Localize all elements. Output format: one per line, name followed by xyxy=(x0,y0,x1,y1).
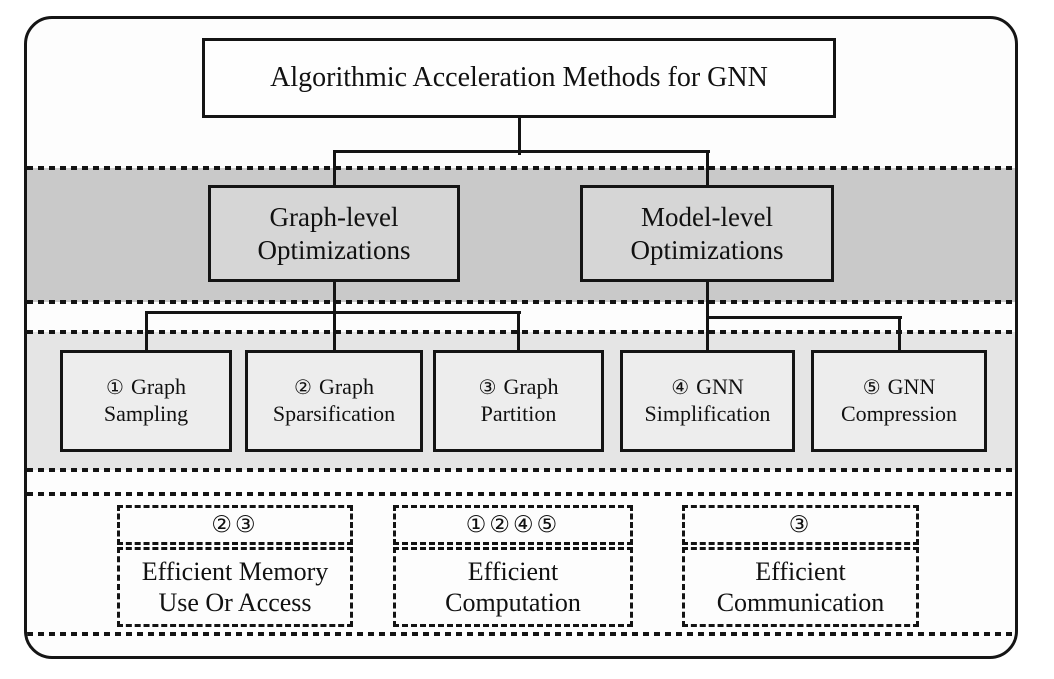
goal-refs-memory: ②③ xyxy=(117,505,353,545)
dotted-separator xyxy=(27,492,1015,496)
circled-number: ④ xyxy=(671,375,690,400)
goal-efficient-memory: Efficient Memory Use Or Access xyxy=(117,547,353,627)
connector-line xyxy=(333,150,336,188)
dotted-separator xyxy=(27,330,1015,334)
circled-number: ⑤ xyxy=(862,375,881,400)
node-label-line: Partition xyxy=(480,401,557,426)
diagram-frame: Algorithmic Acceleration Methods for GNN… xyxy=(24,16,1018,659)
connector-line xyxy=(517,311,520,353)
goal-label-line: Use Or Access xyxy=(158,588,312,617)
node-label-line: Optimizations xyxy=(630,234,784,265)
node-graph-level-optimizations: Graph-level Optimizations xyxy=(208,185,460,282)
connector-line xyxy=(706,316,709,353)
node-label-line: Simplification xyxy=(644,401,771,426)
connector-line xyxy=(706,150,709,188)
node-label-line: Graph-level xyxy=(269,201,399,232)
dotted-separator xyxy=(27,300,1015,304)
circled-number: ① xyxy=(106,375,124,400)
goal-refs-communication: ③ xyxy=(682,505,919,545)
band-level2 xyxy=(27,168,1015,302)
goal-efficient-computation: Efficient Computation xyxy=(393,547,633,627)
circled-number-list: ③ xyxy=(788,512,813,538)
connector-line xyxy=(518,118,521,155)
connector-line xyxy=(333,281,336,316)
goal-label-line: Computation xyxy=(445,588,581,617)
node-label-line: Compression xyxy=(840,401,958,426)
connector-line xyxy=(898,316,901,353)
connector-line xyxy=(333,150,710,153)
root-node: Algorithmic Acceleration Methods for GNN xyxy=(202,38,836,118)
connector-line xyxy=(333,311,336,353)
connector-line xyxy=(706,316,902,319)
node-model-level-optimizations: Model-level Optimizations xyxy=(580,185,834,282)
dotted-separator xyxy=(27,166,1015,170)
node-label-line: Optimizations xyxy=(257,234,411,265)
dotted-separator xyxy=(27,632,1015,636)
circled-number-list: ②③ xyxy=(211,512,259,538)
circled-number-list: ①②④⑤ xyxy=(465,512,561,538)
dotted-separator xyxy=(27,468,1015,472)
goal-label-line: Efficient Memory xyxy=(141,556,329,586)
goal-efficient-communication: Efficient Communication xyxy=(682,547,919,627)
node-label-line: Sparsification xyxy=(272,401,396,426)
goal-refs-computation: ①②④⑤ xyxy=(393,505,633,545)
connector-line xyxy=(145,311,148,353)
circled-number: ③ xyxy=(478,375,497,400)
goal-label-line: Efficient xyxy=(755,556,846,586)
node-label-line: Model-level xyxy=(641,201,773,232)
root-node-label: Algorithmic Acceleration Methods for GNN xyxy=(270,61,768,93)
connector-line xyxy=(706,281,709,321)
circled-number: ② xyxy=(294,375,312,400)
goal-label-line: Communication xyxy=(716,588,885,617)
goal-label-line: Efficient xyxy=(467,556,559,586)
node-label-line: Sampling xyxy=(103,401,189,426)
